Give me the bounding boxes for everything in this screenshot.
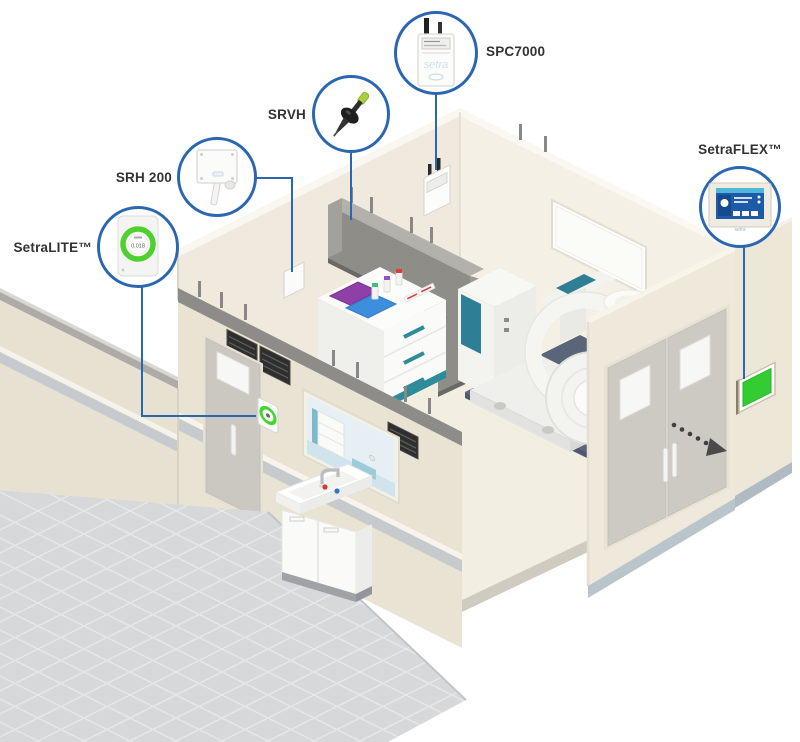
- velocity-probe-icon: [333, 91, 370, 137]
- wall-humidity-sensor: [283, 261, 305, 299]
- cabinet-handle: [289, 516, 305, 522]
- callout-label-srh200: SRH 200: [115, 170, 172, 185]
- pressure-reading: 0.018: [131, 244, 145, 250]
- door-handle: [230, 423, 237, 456]
- wall-particle-counter: [423, 158, 451, 217]
- display-screen: [742, 367, 772, 408]
- faucet: [320, 468, 340, 494]
- double-door-right: [667, 308, 727, 517]
- baseboard: [588, 498, 735, 598]
- sink-cabinet: [274, 463, 374, 602]
- callout-label-spc7000: SPC7000: [486, 44, 546, 59]
- c-arm-teal-cap: [556, 274, 596, 294]
- brand-watermark: setra: [734, 227, 745, 233]
- door-window: [216, 350, 250, 396]
- particle-counter-icon: setra: [417, 18, 455, 87]
- exit-double-doors-wall: [586, 245, 735, 598]
- callout-srvh[interactable]: [312, 75, 390, 153]
- setralite-room-pressure-monitor-icon: 0.018: [117, 215, 159, 277]
- door-handle: [662, 447, 669, 483]
- callout-label-setraflex: SetraFLEX™: [698, 142, 782, 157]
- room-display-panel-icon: setra: [708, 182, 772, 233]
- callout-setraflex[interactable]: setra: [699, 166, 781, 248]
- callout-label-srvh: SRVH: [267, 107, 306, 122]
- wall-pressure-indicator: [257, 397, 279, 434]
- door-handle: [671, 442, 678, 478]
- callout-srh200[interactable]: [177, 137, 257, 217]
- sample-vials: [371, 269, 403, 300]
- humidity-sensor-icon: [196, 149, 238, 206]
- line-setralite: [141, 247, 256, 417]
- hallway-wall: [0, 288, 179, 505]
- single-door: [203, 333, 263, 524]
- double-door-left: [607, 338, 667, 547]
- lab-tray-blue: [344, 293, 398, 319]
- callout-spc7000[interactable]: setra: [394, 11, 478, 95]
- exterior-room-display: [736, 361, 776, 416]
- supply-cabinet: [318, 267, 447, 409]
- door-window: [619, 364, 651, 421]
- callout-label-setralite: SetraLITE™: [13, 240, 92, 255]
- callout-setralite[interactable]: 0.018: [97, 206, 179, 288]
- door-window: [679, 334, 711, 391]
- brand-watermark: setra: [424, 59, 448, 71]
- test-strips: [402, 282, 436, 303]
- cabinet-handle: [323, 527, 339, 533]
- sprinkler-posts: [198, 281, 431, 414]
- airflow-arrow: [671, 422, 727, 456]
